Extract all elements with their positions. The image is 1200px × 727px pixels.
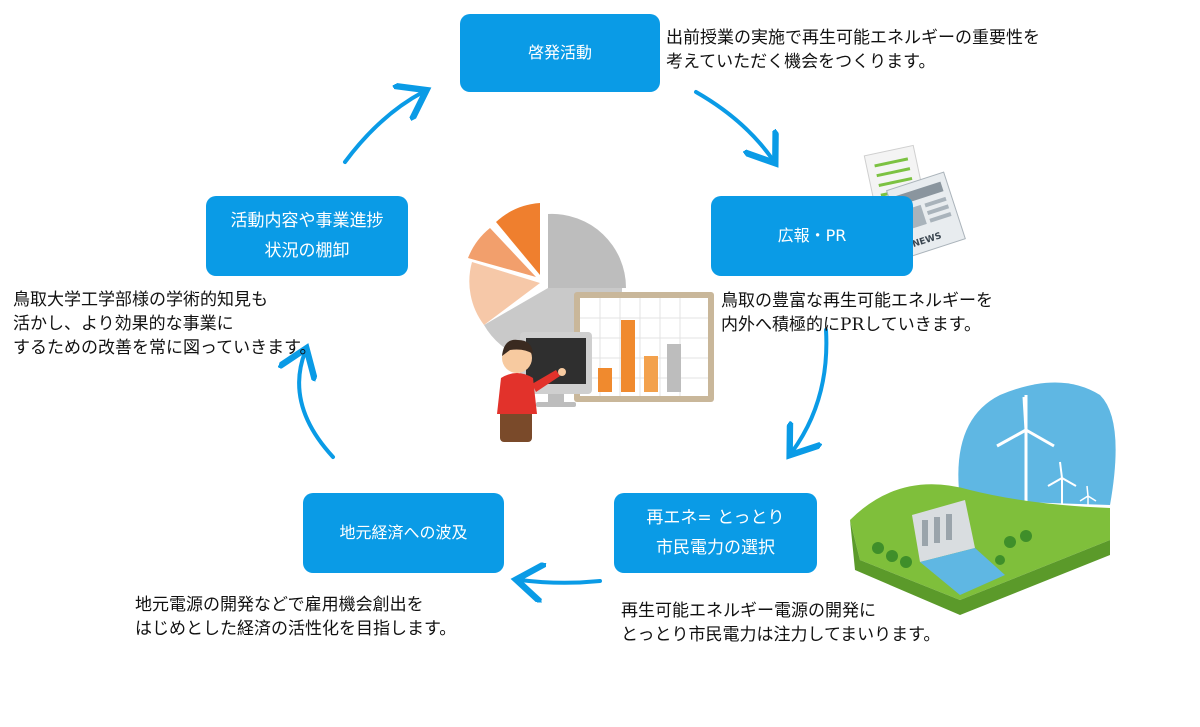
green-ground-shade	[850, 520, 1110, 615]
stage-selection-label-line1: 再エネ= とっとり	[646, 508, 785, 528]
desc-pr-line2: 内外へ積極的にPRしていきます。	[721, 315, 982, 335]
bar-chart-board	[574, 292, 714, 402]
desc-review-line2: 活かし、より効果的な事業に	[13, 314, 234, 334]
green-ground	[850, 484, 1110, 600]
desc-ripple-line1: 地元電源の開発などで雇用機会創出を	[135, 595, 424, 615]
stage-enlightenment-box: 啓発活動	[460, 14, 660, 92]
sky-hill	[958, 382, 1116, 505]
desc-pr: 鳥取の豊富な再生可能エネルギーを 内外へ積極的にPRしていきます。	[721, 289, 993, 337]
desc-review: 鳥取大学工学部様の学術的知見も 活かし、より効果的な事業に するための改善を常に…	[13, 288, 316, 360]
desc-selection: 再生可能エネルギー電源の開発に とっとり市民電力は注力してまいります。	[621, 599, 940, 647]
stage-enlightenment-label: 啓発活動	[527, 43, 592, 62]
dam	[912, 500, 975, 562]
stage-review-label-line1: 活動内容や事業進捗	[230, 211, 384, 231]
wind-turbine-mid	[1047, 461, 1077, 510]
arrow-selection-to-ripple	[520, 580, 602, 583]
arrow-pr-to-selection	[792, 328, 829, 452]
stage-selection-label-line2: 市民電力の選択	[656, 538, 775, 558]
desc-pr-line1: 鳥取の豊富な再生可能エネルギーを	[721, 291, 993, 311]
stage-review-label-line2: 状況の棚卸	[264, 241, 350, 261]
wind-turbine-large	[996, 395, 1055, 508]
desc-enlightenment-line1: 出前授業の実施で再生可能エネルギーの重要性を	[666, 28, 1040, 48]
stage-pr-label: 広報・PR	[777, 226, 847, 245]
monitor	[520, 332, 592, 407]
water	[920, 548, 1005, 595]
desc-enlightenment: 出前授業の実施で再生可能エネルギーの重要性を 考えていただく機会をつくります。	[666, 26, 1040, 74]
arrow-ripple-to-review	[299, 352, 335, 459]
desc-selection-line2: とっとり市民電力は注力してまいります。	[621, 625, 941, 645]
desc-ripple: 地元電源の開発などで雇用機会創出を はじめとした経済の活性化を目指します。	[135, 593, 456, 641]
desc-review-line1: 鳥取大学工学部様の学術的知見も	[13, 290, 268, 310]
desc-ripple-line2: はじめとした経済の活性化を目指します。	[135, 619, 457, 639]
stage-ripple-label: 地元経済への波及	[339, 523, 468, 542]
stage-selection-box: 再エネ= とっとり 市民電力の選択	[614, 493, 817, 573]
trees	[872, 530, 1032, 568]
stage-review-box: 活動内容や事業進捗 状況の棚卸	[206, 196, 408, 276]
desc-selection-line1: 再生可能エネルギー電源の開発に	[621, 601, 876, 621]
desc-enlightenment-line2: 考えていただく機会をつくります。	[666, 52, 936, 72]
stage-ripple-box: 地元経済への波及	[303, 493, 504, 573]
desc-review-line3: するための改善を常に図っていきます。	[13, 338, 317, 358]
presenter-person	[497, 339, 566, 442]
stage-pr-box: 広報・PR	[711, 196, 913, 276]
arrow-enlightenment-to-pr	[694, 90, 773, 160]
arrow-review-to-enlightenment	[343, 92, 423, 164]
